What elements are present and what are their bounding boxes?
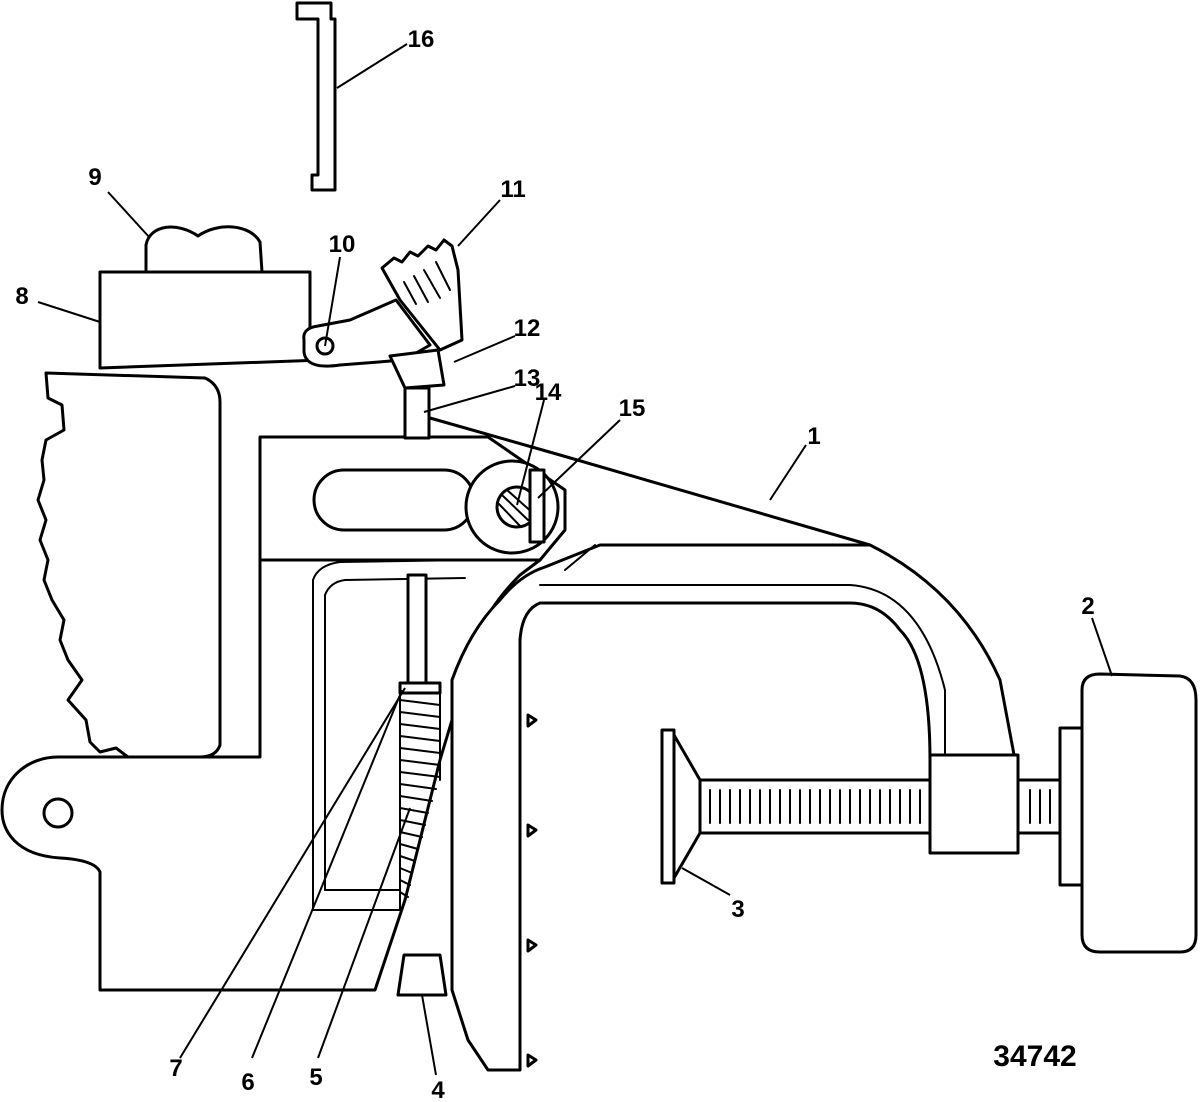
callout-1: 1: [807, 423, 820, 450]
leader-14: [516, 399, 545, 506]
leader-6: [251, 689, 403, 1059]
part-12-rod-end: [388, 348, 446, 390]
part-15-bushing: [528, 468, 546, 544]
part-4-pad: [396, 953, 448, 997]
part-3-clamp-screw: [660, 728, 1062, 885]
leader-9: [107, 191, 151, 239]
callout-7: 7: [169, 1055, 182, 1082]
callout-6: 6: [241, 1069, 254, 1096]
callout-12: 12: [514, 315, 541, 342]
callout-15: 15: [619, 395, 646, 422]
part-16-lock-pin: [295, 1, 337, 192]
part-2-clamp-handle: [1058, 672, 1198, 954]
leader-12: [453, 335, 516, 363]
callout-2: 2: [1081, 593, 1094, 620]
part-9-knob: [144, 225, 264, 274]
leader-16: [336, 43, 408, 89]
leader-3: [681, 867, 731, 896]
callout-8: 8: [15, 283, 28, 310]
part-11-tilt-lever: [302, 238, 464, 368]
part-5-spring: [398, 681, 442, 911]
callout-11: 11: [500, 176, 525, 203]
leader-13: [423, 385, 516, 413]
callout-labels: 16 9 8 10 11 12 13 14 15 1 2 3 4 5 6 7: [15, 26, 1094, 1102]
callout-13: 13: [514, 365, 541, 392]
callout-10: 10: [329, 231, 356, 258]
callout-14: 14: [535, 379, 562, 406]
callout-5: 5: [309, 1064, 322, 1091]
callout-3: 3: [731, 896, 744, 923]
leader-4: [421, 994, 437, 1076]
leader-2: [1091, 617, 1113, 677]
leader-5: [317, 807, 411, 1059]
leader-7: [179, 687, 406, 1059]
part-1-clamp-bracket: [428, 416, 1017, 1072]
leader-10: [324, 256, 341, 347]
callout-9: 9: [88, 164, 101, 191]
leader-1: [769, 444, 807, 501]
part-13-rod: [403, 386, 431, 687]
leader-11: [457, 199, 501, 247]
callout-16: 16: [408, 26, 435, 53]
figure-number: 34742: [993, 1040, 1076, 1073]
leader-15: [537, 419, 621, 499]
callout-4: 4: [431, 1077, 445, 1102]
leader-8: [37, 301, 101, 323]
leader-lines: [37, 43, 1113, 1076]
